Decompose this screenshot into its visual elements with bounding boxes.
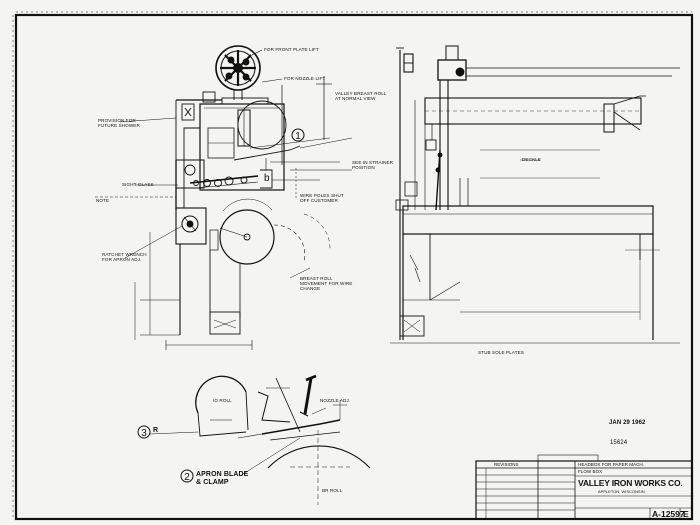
label-b-dimension: b — [264, 173, 270, 184]
label-provision-future-shower: PROVISION FOR FUTURE SHOWER — [98, 118, 140, 128]
label-nozzle-lift: FOR NOZZLE LIFT — [284, 76, 326, 81]
title-block — [475, 454, 693, 520]
title-line-2: FLOW BOX — [578, 469, 603, 474]
callout-circle-1 — [291, 128, 305, 142]
revision-letter: E — [683, 509, 689, 519]
date-stamp: JAN 29 1962 — [609, 420, 646, 426]
callout-3-number: 3 — [141, 428, 147, 439]
label-see-strainer: SEE IN STRAINER POSITION — [352, 160, 394, 170]
drawing-number-top: 15624 — [610, 440, 628, 446]
left-elevation-view — [95, 45, 353, 350]
sheet-border — [14, 13, 694, 521]
company-subtitle: APPLETON, WISCONSIN — [598, 489, 645, 494]
title-line-1: HEADBOX FOR PAPER MACH. — [578, 462, 645, 467]
label-deckle: DECKLE — [522, 157, 541, 162]
callout-circle-3 — [137, 425, 151, 439]
company-name: VALLEY IRON WORKS CO. — [578, 478, 683, 488]
right-side-view — [390, 45, 680, 344]
detail-view — [149, 374, 371, 505]
label-br-roll: BR ROLL — [322, 488, 343, 493]
label-apron-blade-clamp: APRON BLADE & CLAMP — [196, 471, 249, 486]
label-stub-sole-plates: STUB SOLE PLATES — [478, 350, 524, 355]
label-front-plate-lift: FOR FRONT PLATE LIFT — [264, 47, 319, 52]
label-roll: IO ROLL — [213, 398, 232, 403]
callout-1-number: 1 — [295, 131, 301, 142]
label-r-mark: R — [153, 427, 159, 434]
revisions-header: REVISIONS — [494, 462, 519, 467]
drawing-number: A-12597 — [652, 509, 685, 519]
label-valley-breast-roll: VALLEY BREAST ROLL AT NORMAL VIEW — [335, 91, 387, 101]
label-nozzle-adj: NOZZLE ADJ. — [320, 398, 351, 403]
label-ratchet-wrench: RATCHET WRENCH FOR APRON ADJ. — [102, 252, 147, 262]
callout-circle-2 — [180, 469, 194, 483]
label-note: NOTE — [96, 198, 110, 203]
label-wire-poles: WIRE POLES SHUT OFF CUSTOMER — [300, 193, 344, 203]
callout-2-number: 2 — [184, 472, 190, 483]
label-sight-glass: SIGHT GLASS — [122, 182, 154, 187]
label-breast-roll-movement: BREAST ROLL MOVEMENT FOR WIRE CHANGE — [300, 276, 353, 291]
